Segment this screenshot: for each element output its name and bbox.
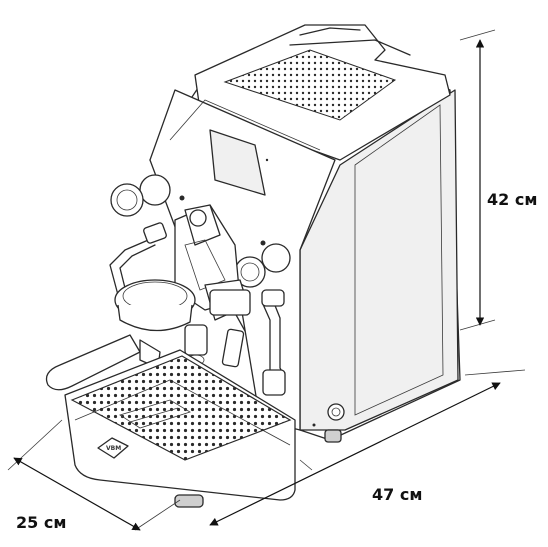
brand-badge: VBM — [97, 437, 129, 459]
height-label: 42 см — [487, 190, 537, 209]
portafilter — [45, 279, 196, 391]
power-button — [327, 403, 345, 421]
display-screen — [209, 129, 266, 196]
brand-badge-text: VBM — [106, 445, 121, 452]
hot-water-knob-right — [234, 240, 291, 288]
coffee-spouts — [184, 289, 251, 368]
height-dimension: 42 см — [459, 29, 537, 331]
width-dimension: 47 см — [209, 369, 526, 526]
depth-dimension: 25 см — [7, 419, 181, 532]
top-vent-holes — [223, 49, 397, 121]
depth-label: 25 см — [16, 513, 66, 532]
portafilter-handle — [45, 334, 141, 391]
foot-side — [324, 429, 342, 443]
width-label: 47 см — [372, 485, 422, 504]
espresso-machine-illustration: VBM — [45, 24, 461, 508]
steam-knob-left — [110, 174, 185, 217]
foot-front — [174, 494, 204, 508]
